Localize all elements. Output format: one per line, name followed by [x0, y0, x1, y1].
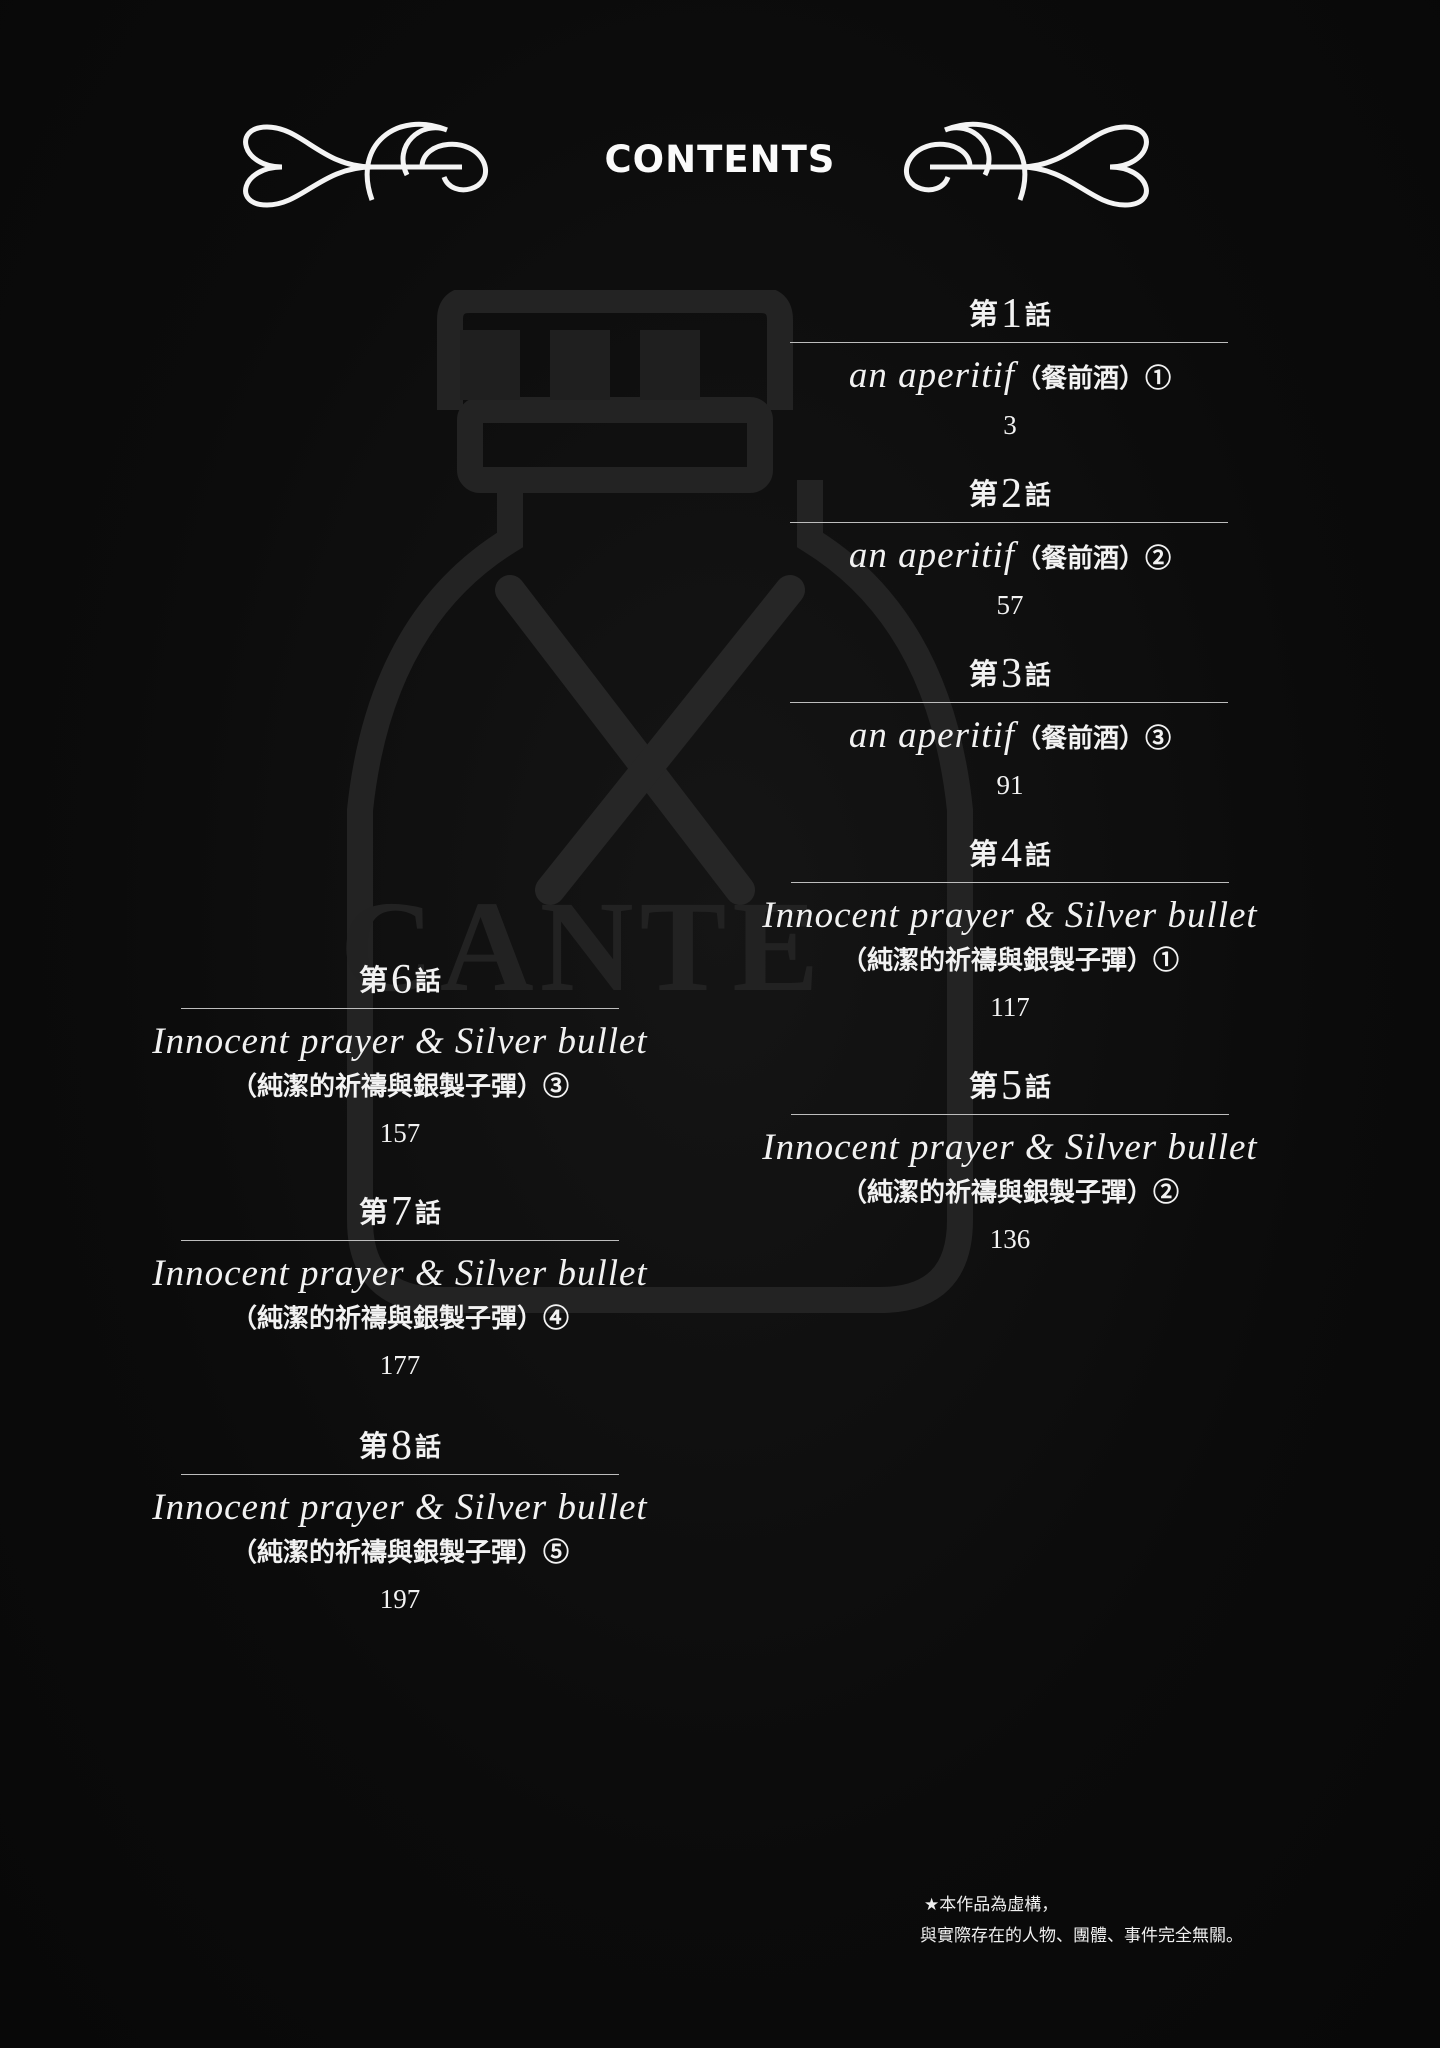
chapter-page-number: 197: [379, 1584, 421, 1614]
chapter-page-number: 91: [996, 770, 1024, 800]
chapter-title: an aperitif: [848, 355, 1016, 396]
chapter-page-number: 3: [1003, 410, 1017, 440]
chapter-title-line: an aperitif（餐前酒）①: [790, 353, 1230, 401]
divider: [181, 1008, 619, 1009]
fiction-disclaimer: ★本作品為虛構， 與實際存在的人物、團體、事件完全無關。: [920, 1890, 1420, 1952]
chapter-title: an aperitif: [848, 535, 1016, 576]
chapter-title-line: an aperitif（餐前酒）②: [790, 533, 1230, 581]
chapter-page-number: 117: [990, 992, 1030, 1022]
watermark-text: CANTE: [340, 875, 825, 1019]
flourish-right-icon: [904, 121, 1149, 208]
chapter-subtitle: （純潔的祈禱與銀製子彈）⑤: [230, 1538, 569, 1568]
bottle-watermark-icon: CANTE: [340, 290, 973, 1313]
chapter-title: Innocent prayer & Silver bullet: [762, 895, 1258, 936]
chapter-subtitle: （餐前酒）①: [1015, 364, 1172, 394]
divider: [181, 1474, 619, 1475]
chapter-title: an aperitif: [848, 715, 1016, 756]
chapter-title-line: an aperitif（餐前酒）③: [790, 713, 1230, 761]
chapter-subtitle: （餐前酒）③: [1015, 724, 1172, 754]
chapter-title: Innocent prayer & Silver bullet: [152, 1487, 648, 1528]
chapter-title: Innocent prayer & Silver bullet: [762, 1127, 1258, 1168]
divider: [181, 1240, 619, 1241]
chapter-subtitle: （純潔的祈禱與銀製子彈）④: [230, 1304, 569, 1334]
chapter-subtitle: （純潔的祈禱與銀製子彈）①: [840, 946, 1179, 976]
divider: [790, 342, 1228, 343]
chapter-title: Innocent prayer & Silver bullet: [152, 1253, 648, 1294]
chapter-page-number: 157: [379, 1118, 421, 1148]
disclaimer-line-1: ★本作品為虛構，: [924, 1895, 1059, 1915]
divider: [790, 702, 1228, 703]
chapter-page-number: 177: [379, 1350, 421, 1380]
chapter-title: Innocent prayer & Silver bullet: [152, 1021, 648, 1062]
divider: [790, 522, 1228, 523]
chapter-subtitle: （純潔的祈禱與銀製子彈）③: [230, 1072, 569, 1102]
chapter-page-number: 136: [989, 1224, 1031, 1254]
divider: [791, 1114, 1229, 1115]
disclaimer-line-2: 與實際存在的人物、團體、事件完全無關。: [920, 1926, 1243, 1946]
divider: [791, 882, 1229, 883]
chapter-page-number: 57: [996, 590, 1024, 620]
page-title: CONTENTS: [604, 138, 836, 181]
chapter-subtitle: （餐前酒）②: [1015, 544, 1172, 574]
flourish-left-icon: [243, 121, 488, 208]
chapter-subtitle: （純潔的祈禱與銀製子彈）②: [840, 1178, 1179, 1208]
